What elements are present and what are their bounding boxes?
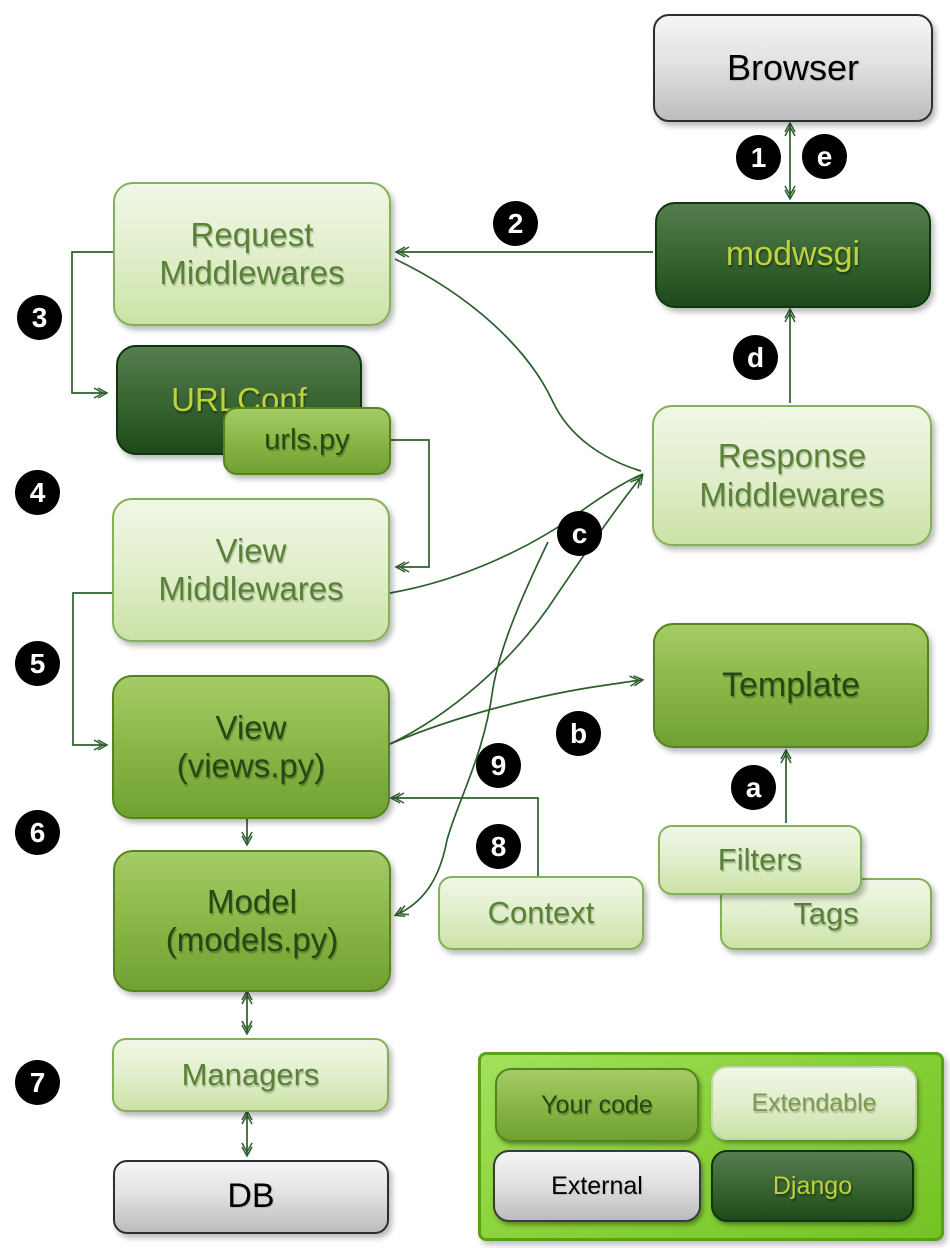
badge-step-9: 9 — [476, 743, 521, 788]
node-filters: Filters — [658, 825, 862, 895]
connector-viewmw-responsemw — [389, 473, 644, 594]
badge-step-7: 7 — [15, 1060, 60, 1105]
badge-step-a: a — [731, 765, 776, 810]
legend-item-your-code: Your code — [495, 1068, 699, 1142]
node-model-line2: (models.py) — [165, 921, 339, 958]
badge-step-4-label: 4 — [29, 476, 46, 508]
node-model-line1: Model — [207, 882, 297, 920]
badge-step-1-label: 1 — [750, 141, 767, 173]
connector-view-template — [389, 675, 645, 745]
badge-step-6: 6 — [15, 810, 60, 855]
connector-requestmw-responsemw — [394, 258, 642, 472]
legend-item-external-label: External — [551, 1171, 643, 1200]
badge-step-e-label: e — [816, 140, 833, 172]
legend-item-extendable-label: Extendable — [751, 1088, 877, 1117]
badge-step-e: e — [802, 134, 847, 179]
node-response-middlewares: Response Middlewares — [652, 405, 932, 546]
badge-step-8-label: 8 — [490, 830, 507, 862]
node-managers: Managers — [112, 1038, 389, 1112]
node-model: Model (models.py) — [113, 850, 391, 992]
connector-view-responsemw — [389, 474, 644, 745]
node-view-middlewares-line1: View — [215, 531, 287, 569]
badge-step-5: 5 — [15, 641, 60, 686]
node-urls-py: urls.py — [223, 407, 391, 475]
badge-step-d-label: d — [746, 341, 765, 373]
legend: Your code Extendable External Django — [478, 1052, 944, 1241]
node-context: Context — [438, 876, 644, 950]
node-modwsgi-label: modwsgi — [725, 235, 861, 274]
legend-item-django-label: Django — [772, 1171, 853, 1200]
badge-step-9-label: 9 — [490, 749, 507, 781]
badge-step-a-label: a — [745, 771, 762, 803]
node-view-line2: (views.py) — [176, 747, 326, 784]
node-filters-label: Filters — [717, 842, 803, 878]
node-response-middlewares-line2: Middlewares — [699, 475, 885, 513]
node-browser: Browser — [653, 14, 933, 122]
badge-step-3-label: 3 — [31, 301, 48, 333]
node-request-middlewares-line1: Request — [190, 215, 314, 253]
node-modwsgi: modwsgi — [655, 202, 931, 308]
node-template: Template — [653, 623, 929, 748]
badge-step-4: 4 — [15, 470, 60, 515]
legend-item-extendable: Extendable — [711, 1066, 917, 1140]
node-view-middlewares-line2: Middlewares — [158, 570, 344, 607]
badge-step-c-label: c — [571, 517, 588, 549]
badge-step-5-label: 5 — [29, 647, 46, 679]
legend-item-external: External — [493, 1150, 701, 1222]
badge-step-b: b — [556, 711, 601, 756]
badge-step-1: 1 — [736, 135, 781, 180]
badge-step-8: 8 — [476, 824, 521, 869]
node-view-line1: View — [215, 708, 287, 746]
connector-viewmw-view — [72, 592, 112, 751]
badge-step-6-label: 6 — [29, 816, 46, 848]
legend-item-django: Django — [711, 1150, 914, 1222]
node-response-middlewares-line1: Response — [717, 437, 867, 475]
badge-step-2-label: 2 — [507, 207, 524, 239]
node-view-middlewares: View Middlewares — [112, 498, 390, 642]
badge-step-d: d — [733, 335, 778, 380]
node-urls-py-label: urls.py — [264, 424, 350, 457]
node-db-label: DB — [227, 1177, 275, 1216]
badge-step-2: 2 — [493, 201, 538, 246]
node-tags-label: Tags — [793, 896, 859, 932]
node-browser-label: Browser — [726, 47, 860, 89]
connector-urlspy-viewmw — [388, 439, 430, 573]
node-request-middlewares: Request Middlewares — [113, 182, 391, 326]
node-context-label: Context — [487, 895, 595, 931]
node-view: View (views.py) — [112, 675, 390, 819]
legend-item-your-code-label: Your code — [541, 1090, 653, 1119]
badge-step-3: 3 — [17, 295, 62, 340]
node-db: DB — [113, 1160, 389, 1234]
badge-step-b-label: b — [569, 717, 588, 749]
connector-curve-model — [393, 541, 549, 918]
node-managers-label: Managers — [181, 1057, 320, 1093]
connector-requestmw-urlconf — [71, 251, 113, 399]
node-request-middlewares-line2: Middlewares — [159, 254, 345, 291]
badge-step-c: c — [557, 511, 602, 556]
node-template-label: Template — [722, 665, 860, 704]
badge-step-7-label: 7 — [29, 1066, 46, 1098]
